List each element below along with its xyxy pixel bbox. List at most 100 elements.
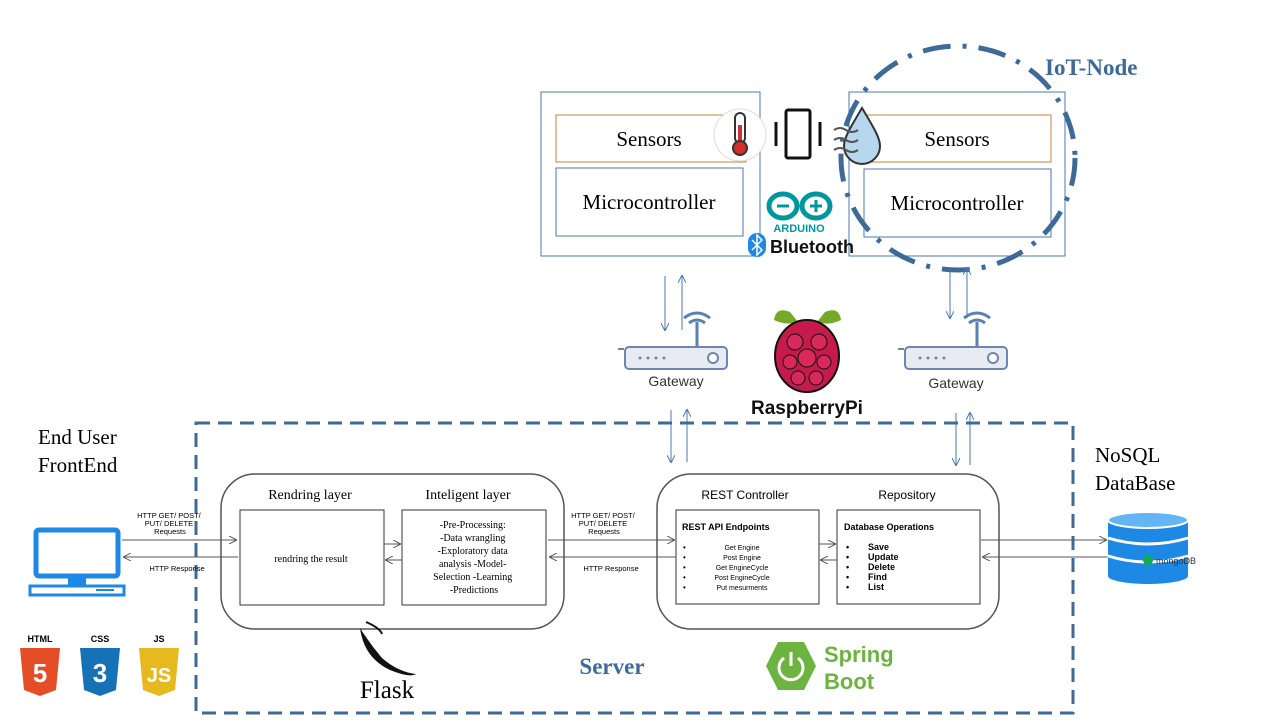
db-op-bullet: • xyxy=(846,542,849,552)
db-op-item: Delete xyxy=(868,562,895,572)
router-icon xyxy=(898,311,1008,370)
boot-label: Boot xyxy=(824,669,875,694)
endpoint-bullet: • xyxy=(683,543,686,552)
spring-application: REST Controller Repository REST API Endp… xyxy=(656,473,1000,630)
microcontroller-box-right xyxy=(863,168,1052,238)
db-op-item: List xyxy=(868,582,884,592)
thermometer-icon xyxy=(713,108,767,162)
sensors-label-right: Sensors xyxy=(924,127,989,151)
http-response-label-middle: HTTP Response xyxy=(583,564,638,573)
http-request-line: HTTP GET/ POST/ xyxy=(571,511,636,520)
server-label: Server xyxy=(579,654,644,679)
db-arrows xyxy=(981,540,1108,557)
rest-controller-title: REST Controller xyxy=(701,488,788,502)
db-op-bullet: • xyxy=(846,572,849,582)
flask-application: Rendring layer Inteligent layer rendring… xyxy=(220,473,565,630)
mongodb-leaf-icon xyxy=(1143,555,1153,565)
html-badge-label: HTML xyxy=(28,634,53,644)
mongodb-logo: mongoDB xyxy=(1143,555,1196,566)
js-badge-label: JS xyxy=(153,634,164,644)
gateway-right: Gateway xyxy=(898,311,1008,391)
css3-icon xyxy=(80,648,120,696)
css-badge-label: CSS xyxy=(91,634,110,644)
flask-logo: Flask xyxy=(360,621,416,704)
bluetooth-logo: Bluetooth xyxy=(748,233,854,257)
sensors-label-left: Sensors xyxy=(616,127,681,151)
intelligent-layer-title: Inteligent layer xyxy=(425,488,510,503)
rendering-layer-body: rendring the result xyxy=(274,554,348,565)
endpoint-item: Get EngineCycle xyxy=(716,565,769,572)
vibration-sensor-icon xyxy=(774,108,822,160)
gateway-left: Gateway xyxy=(618,311,728,389)
iot-node-title: IoT-Node xyxy=(1045,55,1137,80)
spring-label: Spring xyxy=(824,642,894,667)
intelligent-line: Selection -Learning xyxy=(433,572,512,583)
css3-glyph: 3 xyxy=(93,658,107,688)
endpoint-bullet: • xyxy=(683,553,686,562)
intelligent-line: -Predictions xyxy=(450,585,498,596)
js-glyph: JS xyxy=(147,665,171,687)
raspberry-pi-logo: RaspberryPi xyxy=(751,310,863,419)
db-operations-box xyxy=(836,509,981,605)
microcontroller-label-right: Microcontroller xyxy=(891,191,1024,215)
gateway-label-left: Gateway xyxy=(648,373,703,389)
iot-node-right: Sensors Microcontroller xyxy=(848,91,1066,257)
raspberry-icon xyxy=(774,310,841,393)
endpoint-item: Post Engine xyxy=(723,555,761,562)
http-request-line: HTTP GET/ POST/ xyxy=(137,511,202,520)
db-op-item: Save xyxy=(868,542,889,552)
db-op-item: Find xyxy=(868,572,887,582)
database-line1: NoSQL xyxy=(1095,443,1160,467)
microcontroller-box-left xyxy=(555,167,744,237)
mongodb-label: mongoDB xyxy=(1156,556,1196,566)
raspberry-pi-label: RaspberryPi xyxy=(751,398,863,419)
arduino-label: ARDUINO xyxy=(773,223,825,235)
html5-glyph: 5 xyxy=(33,658,47,688)
intelligent-layer-box xyxy=(401,509,547,606)
db-op-bullet: • xyxy=(846,552,849,562)
bluetooth-label: Bluetooth xyxy=(770,237,854,257)
server-boundary xyxy=(194,421,1075,715)
endpoint-list: • Get Engine • Post Engine • Get EngineC… xyxy=(683,543,770,592)
http-request-label-left: HTTP GET/ POST/ PUT/ DELETE Requests xyxy=(137,511,203,536)
html5-icon xyxy=(20,648,60,696)
endpoint-item: Get Engine xyxy=(724,545,759,552)
desktop-computer-icon xyxy=(28,527,126,597)
rest-endpoints-title: REST API Endpoints xyxy=(682,522,770,532)
intelligent-line: analysis -Model- xyxy=(439,559,507,570)
spring-boot-logo: Spring Boot xyxy=(766,642,894,694)
http-response-label-left: HTTP Response xyxy=(149,564,204,573)
repository-title: Repository xyxy=(878,488,935,502)
rendering-layer-box xyxy=(239,509,385,606)
intelligent-line: -Exploratory data xyxy=(438,546,509,557)
intelligent-line: -Pre-Processing: xyxy=(440,520,506,531)
end-user-line1: End User xyxy=(38,425,117,449)
endpoint-bullet: • xyxy=(683,573,686,582)
intelligent-line: -Data wrangling xyxy=(440,533,505,544)
http-request-line: PUT/ DELETE xyxy=(145,519,193,528)
db-operations-title: Database Operations xyxy=(844,522,934,532)
db-op-bullet: • xyxy=(846,582,849,592)
endpoint-bullet: • xyxy=(683,583,686,592)
http-request-label-middle: HTTP GET/ POST/ PUT/ DELETE Requests xyxy=(571,511,637,536)
db-operations-list: • Save • Update • Delete • Find • List xyxy=(846,542,899,592)
gateway-label-right: Gateway xyxy=(928,375,983,391)
http-arrows-left xyxy=(122,540,238,557)
router-icon xyxy=(618,311,728,370)
db-op-item: Update xyxy=(868,552,899,562)
http-request-line: PUT/ DELETE xyxy=(579,519,627,528)
iot-gateway-arrows xyxy=(665,268,967,330)
http-request-line: Requests xyxy=(588,527,620,536)
flask-horn-icon xyxy=(360,621,416,676)
flask-label: Flask xyxy=(360,677,415,704)
endpoint-item: Put mesurments xyxy=(717,585,768,592)
iot-node-highlight-circle xyxy=(838,43,1078,273)
intelligent-layer-body: -Pre-Processing: -Data wrangling -Explor… xyxy=(433,520,515,596)
humidity-drop-icon xyxy=(833,106,882,165)
iot-node-left: Sensors Microcontroller xyxy=(540,91,761,257)
rendering-layer-title: Rendring layer xyxy=(268,488,352,503)
endpoint-bullet: • xyxy=(683,563,686,572)
database-cylinder-icon xyxy=(1107,511,1189,584)
